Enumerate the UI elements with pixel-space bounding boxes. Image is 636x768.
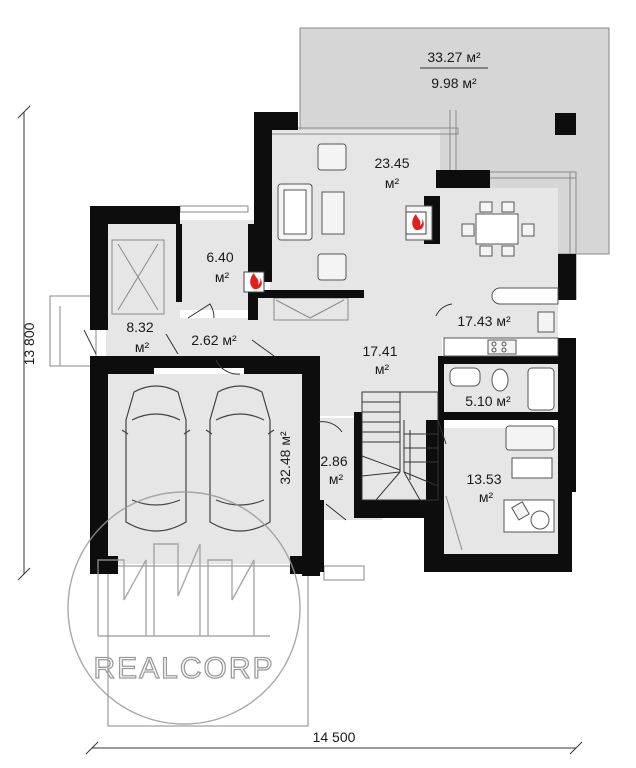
car-icon: [121, 385, 275, 532]
wall-garage-bottom-left: [90, 556, 118, 574]
door-side: [83, 329, 97, 355]
wall-storage-left: [90, 206, 108, 330]
storage-window-frame: [179, 205, 249, 213]
living-area-label: 23.45: [374, 155, 409, 171]
wall-bath-bottom: [440, 412, 576, 420]
width-dimension-label: 14 500: [313, 729, 356, 745]
dining-table-icon: [475, 213, 519, 245]
wall-garage-top-right: [244, 356, 308, 374]
floor-vestibule: [168, 318, 250, 358]
living-unit-label: м²: [385, 175, 400, 191]
fireplace-icon: [405, 211, 427, 235]
boiler-area-label: 6.40: [206, 249, 233, 265]
watermark-text: REALCORP: [93, 652, 274, 685]
wall-office-bottom-left: [426, 420, 444, 572]
storage-vent-diag-2: [117, 243, 159, 311]
wall-bath-top: [440, 356, 576, 364]
wall-bath-left: [438, 356, 444, 420]
door-boiler: [187, 303, 215, 319]
watermark-logo: [67, 491, 301, 725]
floor-garage: [106, 374, 302, 564]
staircase: [361, 391, 439, 501]
wc-area-label: 2.86: [320, 453, 347, 469]
wall-stair-top: [354, 412, 362, 508]
office-unit-label: м²: [479, 489, 494, 505]
boiler-unit-label: м²: [215, 269, 230, 285]
vestibule-area-label: 2.62 м²: [191, 332, 237, 348]
floor-wc: [318, 418, 358, 502]
hall-window-diag-1: [275, 299, 311, 319]
wall-boiler-divider: [176, 224, 182, 302]
garage-area-label: 32.48 м²: [277, 431, 293, 485]
wall-office-bottom: [426, 554, 572, 572]
stove-icon: [487, 339, 517, 355]
hall-unit-label: м²: [375, 361, 390, 377]
door-hall: [251, 339, 275, 357]
dimension-horizontal: [85, 741, 583, 755]
storage-unit-label: м²: [135, 339, 150, 355]
wall-living-bottom: [254, 290, 364, 298]
side-door-porch: [49, 295, 97, 367]
table-icon: [321, 191, 345, 235]
office-wall-diag: [445, 495, 463, 551]
room-labels: 33.27 м² 9.98 м² 23.45 м² 6.40 м² 17.43 …: [126, 49, 511, 505]
kitchen-area-label: 17.43 м²: [457, 313, 511, 329]
sink-icon: [537, 311, 555, 333]
entry-step: [323, 565, 365, 581]
sink-bath: [449, 367, 481, 387]
office-sofa: [505, 425, 555, 451]
door-swings: [83, 303, 453, 521]
door-storage: [165, 333, 179, 355]
wall-garage-right: [302, 356, 320, 576]
storage-area-label: 8.32: [126, 319, 153, 335]
wall-entry-left: [318, 500, 324, 572]
height-dimension-label: 13 800: [21, 322, 37, 365]
armchair-top: [317, 143, 347, 171]
hall-window-diag-2: [309, 299, 345, 319]
door-bath: [437, 419, 447, 445]
bathroom-area-label: 5.10 м²: [465, 393, 511, 409]
fireplace-icon-boiler: [243, 271, 265, 293]
door-entry: [325, 503, 347, 521]
wall-office-right: [558, 492, 572, 572]
door-kitchen: [435, 303, 453, 317]
toilet-icon: [491, 368, 509, 392]
hall-area-label: 17.41: [362, 343, 397, 359]
terrace-area-label: 33.27 м²: [427, 49, 481, 65]
wall-garage-left: [90, 356, 108, 574]
wall-kitchen-top: [436, 170, 490, 188]
office-chair: [530, 510, 550, 530]
kitchen-island: [491, 287, 559, 305]
office-monitor: [511, 501, 530, 521]
terrace-column: [555, 113, 576, 135]
office-rug: [511, 457, 553, 479]
door-wc: [317, 421, 343, 433]
wall-stair-bottom: [354, 500, 444, 518]
terrace-area2-label: 9.98 м²: [431, 75, 477, 91]
armchair-bottom: [317, 253, 347, 281]
dimension-vertical: [17, 105, 31, 581]
wall-garage-bottom-right: [290, 556, 320, 574]
wall-storage-top: [90, 206, 180, 224]
wall-kitchen-right-upper: [558, 254, 576, 300]
storage-vent: [111, 239, 165, 315]
bathtub-icon: [527, 367, 555, 411]
wc-unit-label: м²: [329, 471, 344, 487]
door-garage: [215, 359, 241, 375]
wall-living-left: [254, 112, 272, 282]
wall-storage-bottom: [152, 356, 248, 368]
office-area-label: 13.53: [466, 471, 501, 487]
